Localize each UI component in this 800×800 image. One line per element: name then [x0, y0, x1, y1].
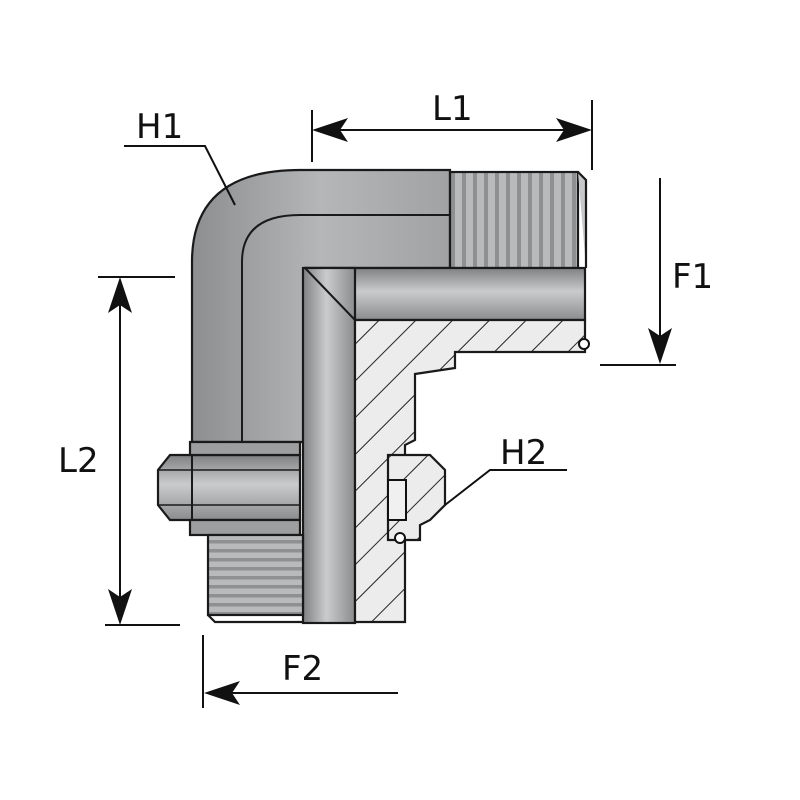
dimension-l2: L2: [58, 276, 180, 626]
elbow-inner-contour: [241, 214, 450, 442]
label-h1: H1: [136, 107, 183, 147]
oring-right: [578, 338, 590, 350]
leader-h2: H2: [444, 433, 567, 506]
dimension-l1: L1: [311, 89, 593, 170]
label-l2: L2: [58, 441, 99, 481]
dimension-f2: F2: [202, 635, 398, 708]
thread-right: [448, 170, 580, 270]
label-h2: H2: [500, 433, 547, 473]
label-f2: F2: [282, 649, 323, 689]
locknut: [156, 453, 302, 522]
bore-vertical: [301, 266, 357, 625]
label-f1: F1: [672, 257, 713, 297]
dimension-f1: F1: [600, 178, 713, 366]
label-l1: L1: [432, 89, 473, 129]
thread-bottom: [206, 533, 305, 617]
leader-h1: H1: [124, 107, 236, 206]
